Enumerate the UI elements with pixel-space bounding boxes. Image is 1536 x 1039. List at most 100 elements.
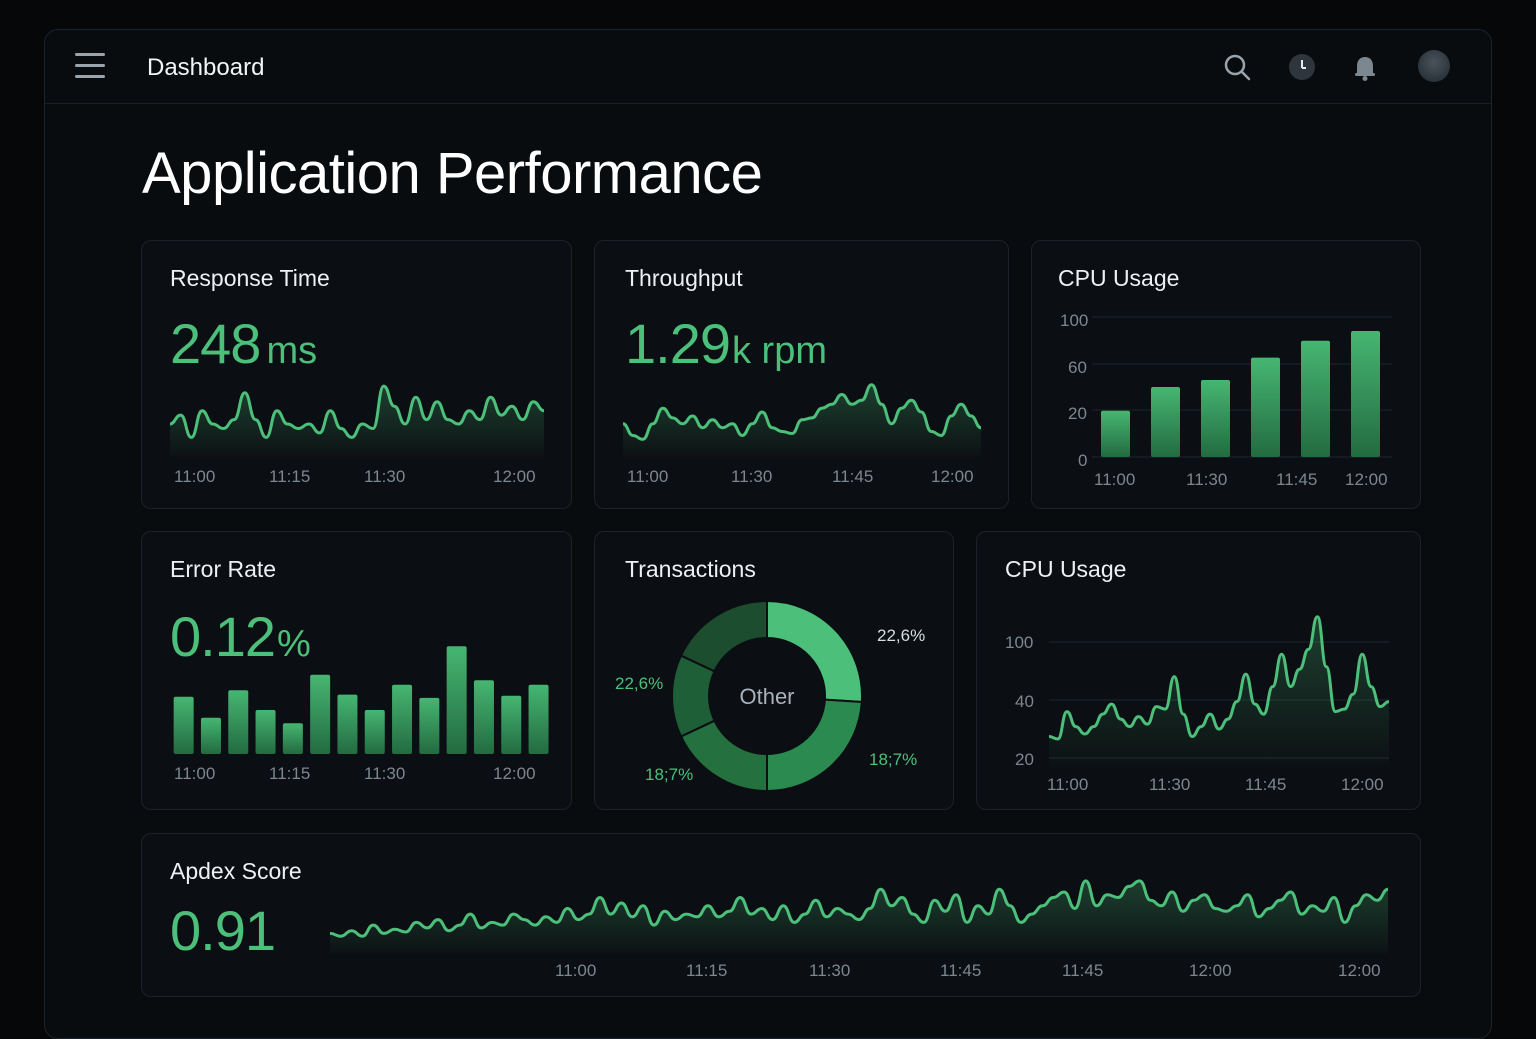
card-title: Apdex Score (170, 858, 302, 884)
slice-label: 18;7% (645, 765, 694, 784)
card-title: Error Rate (170, 556, 277, 582)
y-tick: 100 (1060, 311, 1089, 330)
x-tick: 11:00 (1047, 775, 1089, 794)
x-tick: 11:30 (364, 467, 406, 486)
top-bar: Dashboard (45, 30, 1491, 104)
value-number: 1.29 (625, 312, 731, 375)
bar (228, 690, 249, 754)
menu-icon[interactable] (75, 53, 105, 79)
donut-center-label: Other (739, 684, 794, 709)
apdex-chart (330, 879, 1388, 954)
series-line (623, 383, 981, 441)
bar (1201, 380, 1230, 457)
x-tick: 11:30 (1186, 470, 1228, 489)
bar (1151, 387, 1180, 457)
series-area (170, 386, 544, 457)
apdex-card: Apdex Score 0.91 11:00 11:15 11:30 11:45… (141, 833, 1421, 997)
bar (419, 697, 440, 754)
y-tick: 20 (1068, 404, 1087, 423)
y-tick: 20 (1015, 750, 1034, 769)
cpu-usage-bar-card: CPU Usage 100 60 20 0 11:00 11:30 11:45 … (1031, 240, 1421, 509)
slice-label: 18;7% (869, 750, 918, 769)
apdex-value: 0.91 (170, 899, 276, 962)
y-tick: 60 (1068, 358, 1087, 377)
bar (392, 684, 413, 754)
donut-hole (709, 638, 825, 754)
bell-icon[interactable] (1348, 50, 1382, 84)
bar (501, 695, 522, 754)
bar (528, 684, 549, 754)
x-tick: 11:00 (555, 961, 597, 980)
slice-label: 22,6% (877, 626, 926, 645)
response-time-chart (170, 384, 544, 457)
bar (1101, 410, 1130, 457)
search-icon[interactable] (1220, 50, 1254, 84)
series-line (330, 879, 1388, 938)
x-tick: 12:00 (493, 764, 536, 783)
x-tick: 11:45 (1245, 775, 1287, 794)
value-unit: k rpm (732, 330, 827, 372)
x-tick: 11:00 (627, 467, 669, 486)
card-title: CPU Usage (1058, 265, 1180, 291)
series-line (170, 384, 544, 439)
error-rate-card: Error Rate 0.12% 11:00 11:15 11:30 12:00 (141, 531, 572, 810)
x-tick: 11:15 (269, 764, 311, 783)
x-tick: 11:30 (364, 764, 406, 783)
value-unit: ms (266, 330, 318, 372)
bar (200, 717, 221, 754)
y-tick: 40 (1015, 692, 1034, 711)
avatar[interactable] (1418, 50, 1450, 82)
error-rate-value: 0.12% (170, 604, 311, 669)
bar (446, 646, 467, 754)
series-line (1049, 615, 1389, 741)
clock-icon[interactable] (1285, 50, 1319, 84)
card-title: Response Time (170, 265, 330, 291)
transactions-donut-chart: Other (671, 599, 863, 793)
y-tick: 0 (1078, 451, 1088, 470)
x-tick: 11:15 (269, 467, 311, 486)
value-unit: % (277, 623, 311, 665)
x-tick: 11:30 (1149, 775, 1191, 794)
bar (1301, 340, 1330, 457)
x-tick: 11:00 (1094, 470, 1136, 489)
x-tick: 11:45 (832, 467, 874, 486)
cpu-usage-line-card: CPU Usage 100 40 20 11:00 11:30 11:45 12… (976, 531, 1421, 810)
x-tick: 11:45 (940, 961, 982, 980)
error-rate-chart (173, 646, 549, 754)
x-tick: 12:00 (1189, 961, 1232, 980)
y-tick: 100 (1005, 633, 1034, 652)
throughput-value: 1.29k rpm (625, 311, 827, 376)
slice-label: 22,6% (615, 674, 664, 693)
bar (1351, 331, 1380, 457)
x-tick: 12:00 (493, 467, 536, 486)
bar (1251, 357, 1280, 457)
x-tick: 11:00 (174, 467, 216, 486)
value-number: 248 (170, 312, 261, 375)
value-number: 0.12 (170, 605, 276, 668)
x-tick: 12:00 (1345, 470, 1388, 489)
card-title: Transactions (625, 556, 756, 582)
x-tick: 11:00 (174, 764, 216, 783)
bar (364, 710, 385, 754)
x-tick: 11:45 (1276, 470, 1318, 489)
x-tick: 11:30 (731, 467, 773, 486)
bar (473, 680, 494, 754)
bar (282, 723, 303, 754)
x-tick: 11:45 (1062, 961, 1104, 980)
bar (173, 696, 194, 754)
x-tick: 12:00 (1341, 775, 1384, 794)
x-tick: 11:15 (686, 961, 728, 980)
x-tick: 12:00 (1338, 961, 1381, 980)
card-title: CPU Usage (1005, 556, 1127, 582)
throughput-card: Throughput 1.29k rpm 11:00 11:30 11:45 1… (594, 240, 1009, 509)
series-area (330, 880, 1388, 954)
app-title: Dashboard (147, 54, 265, 81)
cpu-usage-line-chart (1049, 615, 1389, 766)
x-tick: 12:00 (931, 467, 974, 486)
bar (255, 710, 276, 754)
bar (310, 674, 331, 754)
transactions-card: Transactions Other 22,6% 22,6% 18;7% 18;… (594, 531, 954, 810)
cpu-usage-bar-chart (1092, 316, 1392, 458)
